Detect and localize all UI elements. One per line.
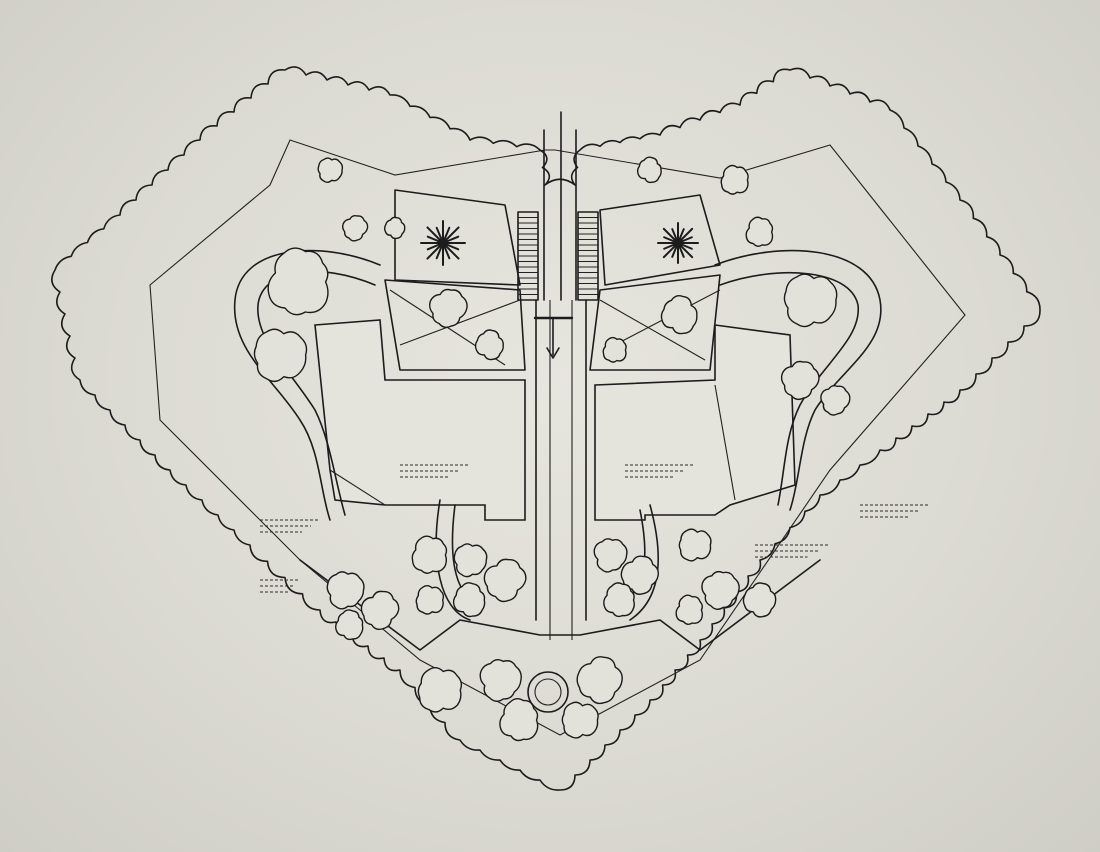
tree-canopy [479,658,522,702]
central-walkway [535,111,587,640]
tree-canopy [745,216,774,247]
entry-arrow-marker [533,316,574,359]
tree-canopy [742,582,777,618]
tree-canopy [603,582,635,618]
tree-canopy [783,273,838,328]
annotation-callouts [260,464,930,593]
tree-canopy [326,571,365,610]
tree-canopy [253,328,308,383]
interior-tree-clusters [253,156,851,742]
tree-canopy [499,697,539,742]
tree-canopy [267,247,329,316]
perimeter-tree-canopy [51,66,1041,791]
tree-canopy [701,570,740,610]
tree-canopy [820,385,851,416]
tree-canopy [474,329,504,361]
tree-canopy [576,656,623,705]
tree-canopy [636,156,662,184]
tree-canopy [660,295,698,335]
tree-canopy [483,558,527,603]
left-courtyard-star-tree [420,220,466,266]
tree-canopy [620,555,659,595]
tree-canopy [561,701,599,739]
curved-path-right [714,249,882,511]
tree-canopy [593,538,628,573]
tree-canopy [428,288,468,329]
right-courtyard-star-tree [657,222,699,264]
tree-canopy [675,594,704,625]
tree-canopy [415,585,445,615]
left-building [314,319,526,521]
entrance-circle [527,671,569,713]
tree-canopy [383,216,406,240]
tree-canopy [452,582,486,618]
tree-canopy [335,609,364,641]
left-stair [517,211,539,301]
property-boundary [149,139,966,736]
tree-canopy [678,528,712,562]
tree-canopy [317,157,344,183]
tree-canopy [417,667,463,713]
tree-canopy [453,543,488,578]
tree-canopy [720,164,749,195]
tree-canopy [602,336,627,363]
right-courtyard [589,194,721,371]
tree-canopy [411,535,448,574]
tree-canopy [342,214,369,242]
right-stair [577,211,599,301]
tree-canopy [780,360,820,401]
left-courtyard [384,189,526,371]
tree-canopy [360,590,400,631]
